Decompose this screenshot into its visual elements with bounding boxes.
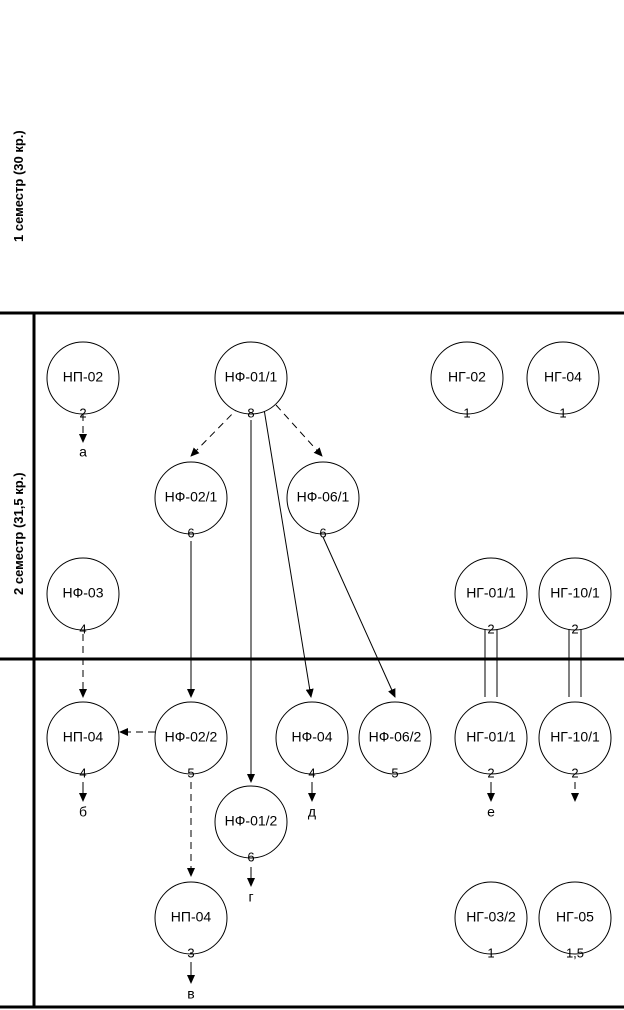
node-credit: 6 [319,525,326,540]
node-credit: 8 [247,405,254,420]
node-label: НГ-03/2 [466,909,516,925]
node-np04: НП-04 4 [46,701,120,780]
node-label: НФ-02/1 [165,489,218,505]
node-ng101-sem2: НГ-10/1 2 [538,557,612,636]
node-nf062: НФ-06/2 5 [358,701,432,780]
node-ng032: НГ-03/2 1 [454,881,528,960]
node-nf061: НФ-06/1 6 [286,461,360,540]
node-label: НГ-02 [448,369,486,385]
edge-nf011-to-nf061 [275,404,323,457]
node-label: НГ-04 [544,369,582,385]
edges [79,404,582,984]
node-nf012: НФ-01/2 6 [214,785,288,864]
node-credit: 4 [79,621,86,636]
node-credit: 4 [79,765,86,780]
nodes: НП-02 2 НФ-01/1 8 НГ-02 1 НГ-04 1 НФ-02/… [46,341,612,960]
node-credit: 2 [79,405,86,420]
node-label: НФ-03 [63,585,104,601]
edge-nf011-to-nf04 [263,408,314,698]
node-credit: 1,5 [566,945,584,960]
node-label: НФ-04 [292,729,333,745]
mark-v: в [187,986,194,1002]
node-label: НГ-01/1 [466,729,516,745]
node-label: НФ-01/1 [225,369,278,385]
node-label: НП-02 [63,369,104,385]
node-ng05: НГ-05 1,5 [538,881,612,960]
mark-a: а [79,444,87,460]
continuation-marks: а б в г д е [79,444,495,1002]
node-ng011-sem3: НГ-01/1 2 [454,701,528,780]
node-credit: 2 [571,765,578,780]
node-label: НФ-02/2 [165,729,218,745]
node-label: НФ-06/1 [297,489,350,505]
node-label: НГ-10/1 [550,729,600,745]
node-label: НГ-01/1 [466,585,516,601]
mark-e: е [487,804,495,820]
node-credit: 2 [571,621,578,636]
node-credit: 2 [487,621,494,636]
node-credit: 4 [308,765,315,780]
node-np02: НП-02 2 [46,341,120,420]
node-nf021: НФ-02/1 6 [154,461,228,540]
node-label: НФ-06/2 [369,729,422,745]
node-credit: 5 [187,765,194,780]
node-ng011-sem2: НГ-01/1 2 [454,557,528,636]
node-label: НФ-01/2 [225,813,278,829]
node-nf011: НФ-01/1 8 [214,341,288,420]
node-ng04: НГ-04 1 [526,341,600,420]
node-ng101-sem3: НГ-10/1 2 [538,701,612,780]
node-label: НП-04 [63,729,104,745]
semester-2-label: 2 семестр (31,5 кр.) [11,472,26,595]
semester-1-label: 1 семестр (30 кр.) [11,130,26,242]
mark-d: д [308,804,316,820]
node-credit: 6 [187,525,194,540]
node-nf022: НФ-02/2 5 [154,701,228,780]
node-credit: 1 [487,945,494,960]
node-ng02: НГ-02 1 [430,341,504,420]
node-label: НГ-10/1 [550,585,600,601]
node-credit: 6 [247,849,254,864]
node-label: НП-04 [171,909,212,925]
node-credit: 1 [559,405,566,420]
node-np04-lower: НП-04 3 [154,881,228,960]
node-label: НГ-05 [556,909,594,925]
node-credit: 2 [487,765,494,780]
node-credit: 3 [187,945,194,960]
edge-nf011-to-nf021 [190,405,241,457]
node-nf04: НФ-04 4 [275,701,349,780]
node-credit: 1 [463,405,470,420]
mark-b: б [79,804,87,820]
edge-nf061-to-nf062 [322,536,396,698]
node-nf03: НФ-03 4 [46,557,120,636]
mark-g: г [248,889,253,905]
node-credit: 5 [391,765,398,780]
